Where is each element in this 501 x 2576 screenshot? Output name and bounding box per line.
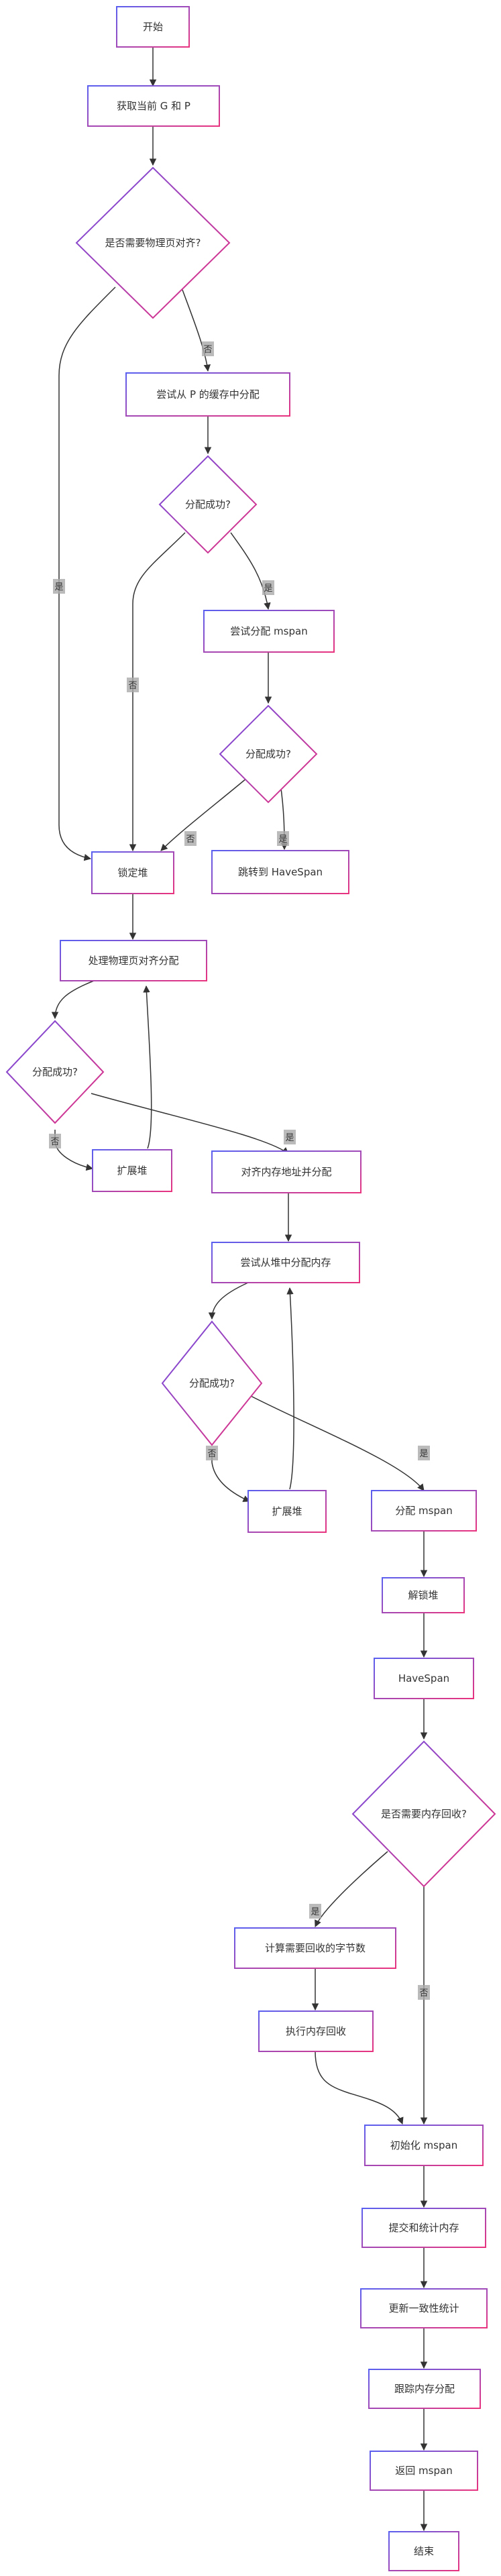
edge-success4-no-to-expand2 (211, 1452, 250, 1502)
svg-text:分配成功?: 分配成功? (32, 1066, 78, 1078)
node-expand2: 扩展堆 (247, 1490, 327, 1533)
edge-label-success3-no: 否 (49, 1134, 61, 1148)
svg-text:是否需要内存回收?: 是否需要内存回收? (381, 1808, 467, 1820)
svg-text:是: 是 (54, 582, 63, 592)
edge-label-need-align-no: 否 (202, 341, 214, 356)
edge-label-success2-yes: 是 (277, 831, 289, 846)
svg-text:执行内存回收: 执行内存回收 (286, 2025, 346, 2037)
node-commit-stats: 提交和统计内存 (361, 2208, 486, 2248)
edge-label-success1-yes: 是 (262, 580, 274, 595)
node-update-stats: 更新一致性统计 (360, 2288, 488, 2328)
svg-text:否: 否 (128, 681, 137, 691)
node-success2: 分配成功? (219, 704, 318, 804)
edge-labels: 否 是 是 否 否 是 否 是 (49, 341, 430, 2000)
edge-expand2-back-to-try-heap (286, 1287, 294, 1490)
edge-success3-yes-to-align-alloc (91, 1093, 289, 1155)
node-lock-heap: 锁定堆 (91, 851, 174, 894)
svg-text:提交和统计内存: 提交和统计内存 (388, 2222, 459, 2234)
svg-text:计算需要回收的字节数: 计算需要回收的字节数 (265, 1942, 366, 1954)
node-trace-alloc: 跟踪内存分配 (368, 2369, 481, 2409)
svg-text:更新一致性统计: 更新一致性统计 (388, 2302, 459, 2314)
edge-success4-yes-to-alloc-mspan (249, 1395, 425, 1491)
node-success4: 分配成功? (161, 1320, 263, 1446)
node-alloc-mspan: 分配 mspan (371, 1490, 477, 1532)
node-align-alloc: 对齐内存地址并分配 (211, 1150, 361, 1193)
edge-need-reclaim-yes-to-calc-bytes (315, 1851, 388, 1927)
node-get-gp: 获取当前 G 和 P (87, 85, 220, 127)
edge-label-success1-no: 否 (127, 678, 139, 692)
node-handle-align: 处理物理页对齐分配 (60, 940, 207, 981)
svg-text:返回 mspan: 返回 mspan (395, 2465, 452, 2477)
node-try-pcache: 尝试从 P 的缓存中分配 (125, 372, 290, 417)
node-expand1: 扩展堆 (92, 1149, 172, 1192)
edge-label-need-reclaim-no: 否 (418, 1985, 430, 2000)
svg-text:开始: 开始 (143, 21, 163, 33)
svg-text:否: 否 (203, 345, 212, 355)
svg-text:获取当前 G 和 P: 获取当前 G 和 P (117, 100, 190, 112)
edge-try-heap-to-success4 (208, 1282, 249, 1320)
edge-label-success3-yes: 是 (284, 1130, 296, 1144)
nodes: 开始 获取当前 G 和 P 是否需要物理页对齐? 尝试从 P 的缓存中分配 分配… (5, 6, 496, 2571)
node-try-mspan: 尝试分配 mspan (203, 610, 335, 653)
svg-text:跳转到 HaveSpan: 跳转到 HaveSpan (238, 866, 323, 878)
node-success3: 分配成功? (5, 1020, 105, 1124)
edge-label-success2-no: 否 (184, 831, 197, 846)
node-end: 结束 (388, 2531, 459, 2571)
node-init-mspan: 初始化 mspan (364, 2125, 484, 2166)
svg-text:处理物理页对齐分配: 处理物理页对齐分配 (88, 955, 178, 967)
svg-text:分配成功?: 分配成功? (245, 748, 291, 760)
svg-text:尝试从堆中分配内存: 尝试从堆中分配内存 (240, 1256, 331, 1269)
edge-success1-yes-to-try-mspan (230, 532, 271, 610)
edge-success1-no-to-lock-heap (129, 532, 186, 852)
svg-text:是: 是 (285, 1133, 294, 1143)
edge-handle-align-to-success3 (51, 980, 95, 1020)
svg-text:否: 否 (207, 1449, 216, 1459)
edge-label-success4-no: 否 (206, 1446, 218, 1460)
node-unlock-heap: 解锁堆 (382, 1577, 465, 1613)
edge-expand1-back-to-handle-align (143, 985, 152, 1149)
edge-label-need-reclaim-yes: 是 (309, 1904, 321, 1919)
node-goto-havespan: 跳转到 HaveSpan (211, 850, 349, 894)
svg-text:尝试分配 mspan: 尝试分配 mspan (230, 625, 307, 637)
node-return-mspan: 返回 mspan (370, 2451, 478, 2491)
svg-text:锁定堆: 锁定堆 (117, 867, 148, 879)
svg-text:分配 mspan: 分配 mspan (395, 1505, 452, 1517)
svg-text:分配成功?: 分配成功? (185, 498, 231, 511)
svg-text:解锁堆: 解锁堆 (408, 1589, 438, 1601)
edges (51, 47, 428, 2532)
svg-text:是否需要物理页对齐?: 是否需要物理页对齐? (105, 237, 201, 249)
node-calc-bytes: 计算需要回收的字节数 (234, 1927, 396, 1969)
svg-text:跟踪内存分配: 跟踪内存分配 (394, 2383, 455, 2395)
edge-need-align-no-to-try-pcache (182, 289, 211, 372)
svg-text:扩展堆: 扩展堆 (272, 1505, 302, 1517)
svg-text:扩展堆: 扩展堆 (117, 1165, 147, 1177)
svg-text:否: 否 (186, 835, 194, 845)
svg-text:是: 是 (264, 584, 272, 594)
svg-text:否: 否 (419, 1988, 428, 1998)
node-start: 开始 (116, 6, 190, 48)
node-do-reclaim: 执行内存回收 (258, 2010, 374, 2052)
edge-need-align-yes-to-lock-heap (58, 286, 116, 861)
svg-text:是: 是 (278, 835, 287, 845)
node-havespan: HaveSpan (374, 1658, 474, 1699)
edge-do-reclaim-to-init-mspan (315, 2051, 404, 2125)
svg-text:否: 否 (50, 1137, 59, 1147)
edge-label-success4-yes: 是 (418, 1446, 430, 1460)
svg-text:是: 是 (311, 1907, 319, 1917)
svg-text:初始化 mspan: 初始化 mspan (390, 2139, 457, 2151)
svg-text:分配成功?: 分配成功? (189, 1377, 235, 1389)
node-success1: 分配成功? (158, 455, 258, 554)
svg-text:是: 是 (419, 1449, 428, 1459)
node-need-align: 是否需要物理页对齐? (75, 166, 231, 319)
svg-text:对齐内存地址并分配: 对齐内存地址并分配 (241, 1166, 331, 1178)
edge-label-need-align-yes: 是 (53, 579, 65, 594)
node-need-reclaim: 是否需要内存回收? (351, 1740, 496, 1888)
edge-success2-no-to-lock-heap (160, 777, 247, 851)
node-try-heap: 尝试从堆中分配内存 (211, 1242, 360, 1283)
svg-text:尝试从 P 的缓存中分配: 尝试从 P 的缓存中分配 (156, 388, 260, 400)
svg-text:结束: 结束 (414, 2545, 434, 2557)
svg-text:HaveSpan: HaveSpan (398, 1672, 449, 1684)
